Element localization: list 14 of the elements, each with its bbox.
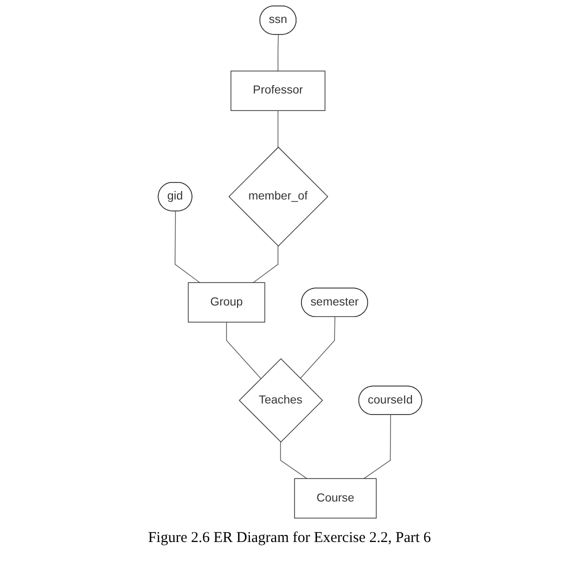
node-diamond: Teaches (238, 358, 323, 442)
figure-caption: Figure 2.6 ER Diagram for Exercise 2.2, Part 6 (148, 530, 431, 547)
connector (363, 414, 390, 479)
connector (226, 322, 261, 379)
connector (174, 210, 200, 283)
connector (280, 442, 307, 479)
connector (277, 110, 278, 148)
node-box: Course (294, 478, 376, 518)
node-box: Professor (230, 70, 325, 111)
node-box: Group (187, 282, 265, 323)
connector (277, 34, 278, 72)
connector (299, 316, 335, 379)
connector (252, 246, 278, 283)
node-diamond: member_of (228, 146, 328, 247)
